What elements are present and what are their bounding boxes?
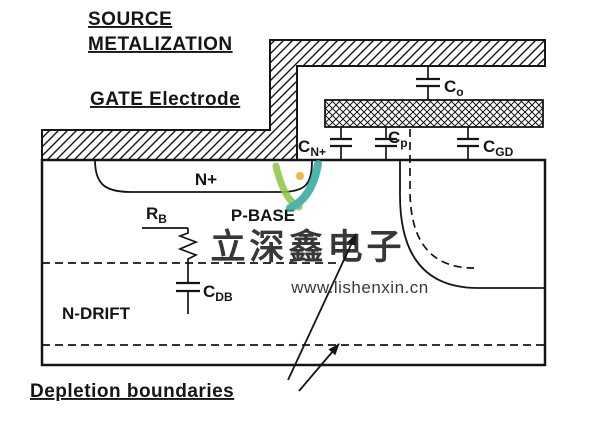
label-cn-plus: CN+ [298,137,326,159]
watermark-logo-icon [272,160,322,212]
depletion-arrow-upper [287,233,357,381]
label-n-plus: N+ [195,170,217,189]
watermark-text: 立深鑫电子 [210,227,405,267]
label-cp: Cp [388,128,408,150]
depletion-arrow-lower [298,343,340,392]
n-plus-well-outline [94,159,313,193]
label-source-metalization-line2: METALIZATION [88,34,233,55]
label-n-drift: N-DRIFT [62,304,131,323]
label-source-metalization-line1: SOURCE [88,9,172,30]
resistor-rb [142,227,199,283]
p-base-junction-curve [399,160,544,289]
capacitor-cdb [176,281,200,314]
label-p-base: P-BASE [231,206,295,225]
label-rb: RB [146,204,167,226]
label-depletion-boundaries: Depletion boundaries [30,381,234,402]
label-co: Co [444,77,464,99]
capacitor-cn-plus [330,127,352,160]
capacitor-cp [375,127,397,160]
label-gate-electrode: GATE Electrode [90,89,240,110]
source-metallization-region [41,39,546,161]
watermark-url: www.lishenxin.cn [290,278,428,297]
watermark: 立深鑫电子 www.lishenxin.cn [210,160,428,297]
depletion-boundary-curve-dashed [409,129,475,269]
capacitor-co [416,66,440,100]
capacitor-cgd [457,127,479,160]
label-cgd: CGD [483,137,514,159]
label-cdb: CDB [203,282,233,304]
gate-electrode-region [324,99,544,128]
